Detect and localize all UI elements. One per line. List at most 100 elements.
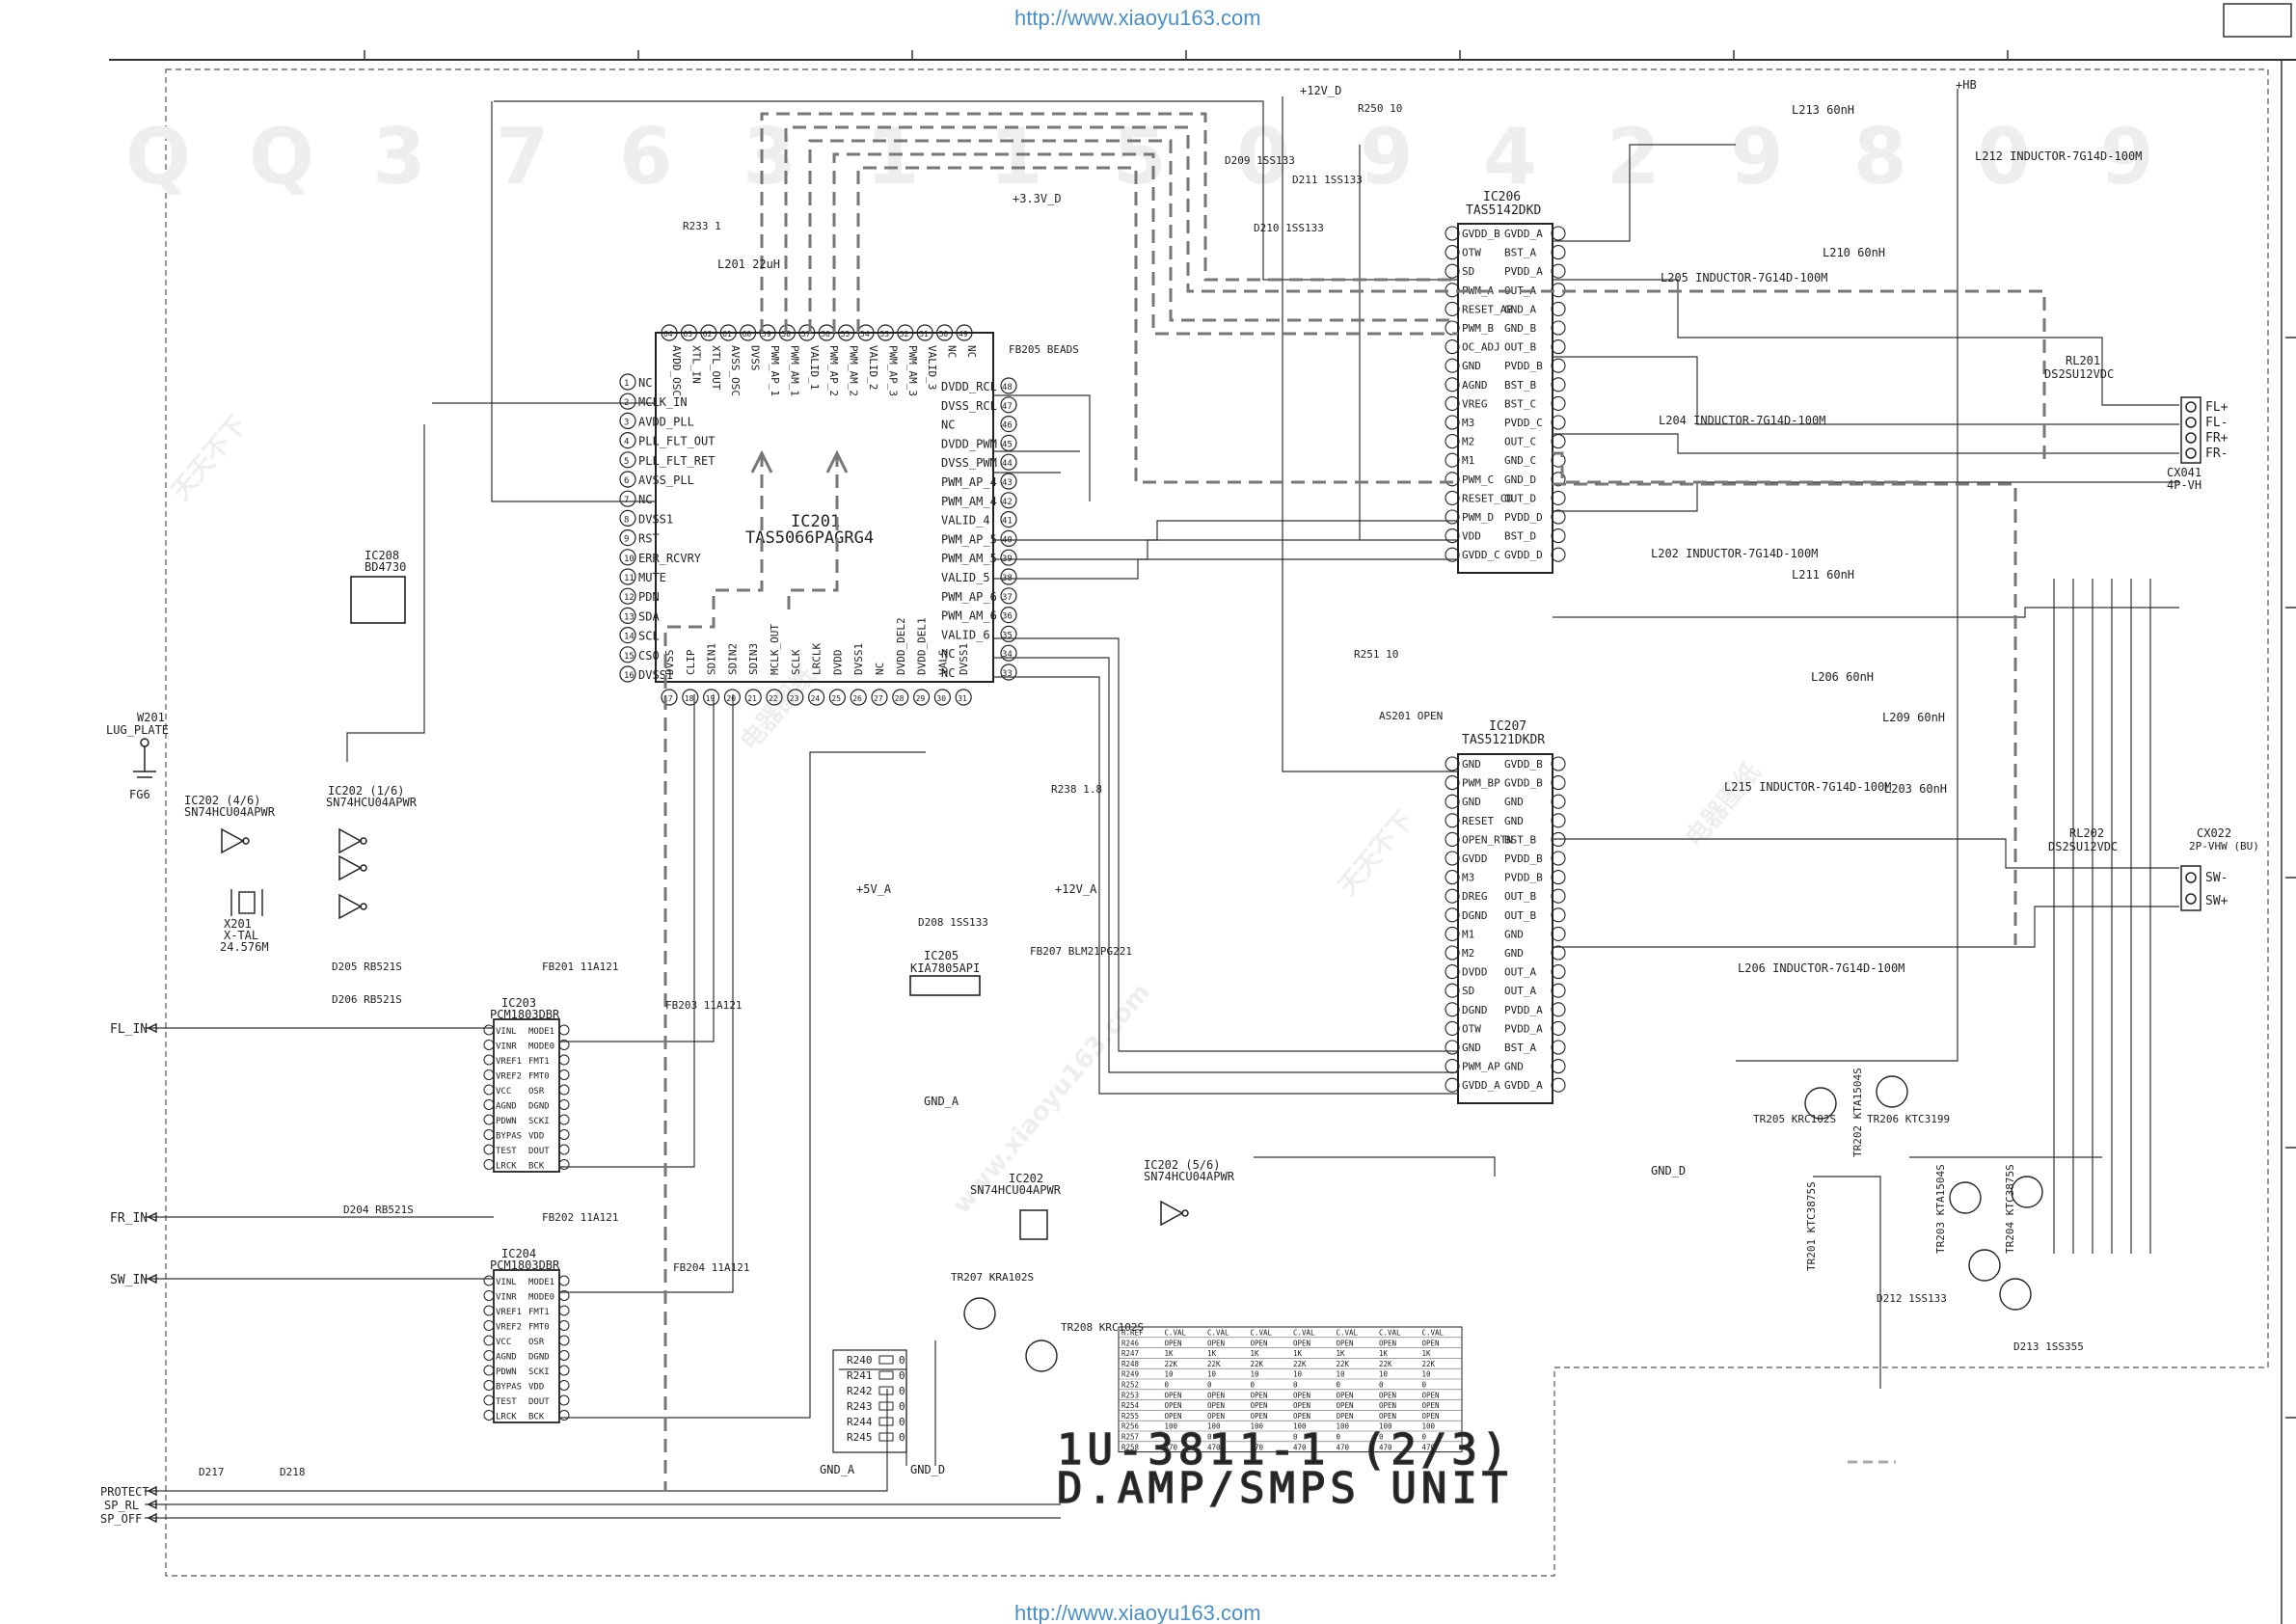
diode-label: D218 (280, 1466, 306, 1478)
table-cell: OPEN (1337, 1391, 1354, 1399)
pin-circle (483, 1069, 495, 1080)
pin-number: 51 (919, 330, 929, 338)
speaker-fr-minus: FR- (2205, 447, 2228, 461)
pin-label: VREF2 (496, 1072, 522, 1082)
pin-label: OUT_D (1504, 492, 1536, 504)
table-cell: R257 (1121, 1433, 1139, 1442)
pin-number: 13 (624, 612, 635, 622)
pin-circle (619, 549, 636, 566)
table-cell: R249 (1121, 1370, 1139, 1379)
misc-label: FB201 11A121 (542, 961, 618, 973)
control-sp-rl[interactable]: SP_RL (104, 1499, 139, 1512)
pin-label: LRCK (496, 1413, 517, 1422)
diode-label: D217 (199, 1466, 225, 1478)
misc-label: R251 10 (1354, 648, 1398, 661)
cx022-ref: CX022 (2197, 826, 2231, 840)
ic207-body[interactable] (1457, 753, 1553, 1104)
watermark-digit: 6 (619, 112, 673, 202)
pin-circle (1000, 416, 1017, 433)
table-cell: R258 (1121, 1443, 1140, 1451)
input-sw-in[interactable]: SW_IN (110, 1273, 148, 1287)
connector-cx041[interactable] (2180, 396, 2201, 464)
speaker-fl-plus: FL+ (2205, 400, 2228, 415)
ic204-body[interactable] (493, 1269, 560, 1423)
pin-label: MODE1 (528, 1027, 554, 1037)
table-cell: 22K (1422, 1360, 1436, 1368)
pin-circle (619, 646, 636, 663)
table-cell: 0 (1165, 1381, 1170, 1390)
ic205-body[interactable] (909, 975, 981, 996)
pin-label: SCLK (790, 649, 802, 675)
table-cell: 0 (1379, 1381, 1384, 1390)
pin-label: AVSS_OSC (729, 345, 742, 396)
watermark-digit: 1 (866, 112, 920, 202)
ic206-part: TAS5142DKD (1466, 203, 1541, 218)
control-sp-off[interactable]: SP_OFF (100, 1512, 142, 1526)
pin-label: DOUT (528, 1147, 550, 1156)
pin-label: M1 (1462, 928, 1474, 940)
table-cell: OPEN (1165, 1412, 1182, 1421)
pin-circle (1000, 568, 1017, 585)
ic204-part: PCM1803DBR (490, 1259, 560, 1272)
ic201-body[interactable] (655, 332, 994, 683)
pin-circle (619, 568, 636, 585)
pin-circle (558, 1054, 570, 1066)
pin-label: VALID_3 (926, 345, 938, 390)
diode-label: D210 1SS133 (1254, 222, 1324, 234)
table-cell: 470 (1251, 1443, 1264, 1451)
ic202-5-part: SN74HCU04APWR (1144, 1170, 1235, 1183)
pin-label: PDWN (496, 1117, 517, 1126)
pin-label: BST_B (1504, 379, 1536, 392)
input-fr-in[interactable]: FR_IN (110, 1211, 148, 1226)
pin-circle (619, 665, 636, 683)
table-cell: OPEN (1422, 1391, 1440, 1399)
table-cell: 10 (1422, 1370, 1432, 1379)
pin-circle (1445, 301, 1460, 316)
input-fl-in[interactable]: FL_IN (110, 1022, 148, 1037)
pin-label: MCLK_IN (638, 395, 688, 409)
control-protect[interactable]: PROTECT (100, 1485, 149, 1499)
pin-number: 50 (939, 330, 949, 338)
pin-circle (558, 1380, 570, 1391)
connector-cx022[interactable] (2180, 865, 2201, 911)
cx041-ref: CX041 (2167, 466, 2201, 479)
pin-circle (877, 324, 895, 341)
pin-label: PWM_AM_4 (941, 495, 997, 508)
pin-circle (558, 1144, 570, 1155)
speaker-fr-plus: FR+ (2205, 431, 2228, 446)
pin-label: VINR (496, 1293, 517, 1303)
table-cell: 10 (1251, 1370, 1260, 1379)
resistor-symbol (878, 1432, 894, 1442)
pin-circle (619, 607, 636, 625)
pin-label: VREG (1462, 397, 1488, 410)
pin-circle (1445, 926, 1460, 941)
pin-label: GND (1462, 758, 1481, 771)
inductor-label: L203 60nH (1884, 782, 1947, 796)
top-url[interactable]: http://www.xiaoyu163.com (1014, 6, 1261, 30)
pin-label: DVDD (831, 650, 844, 676)
pin-label: PVDD_A (1504, 1022, 1543, 1035)
pin-circle (892, 689, 909, 706)
table-cell: 22K (1165, 1360, 1178, 1368)
speaker-fl-minus: FL- (2205, 416, 2228, 430)
watermark-digit: 8 (1853, 112, 1907, 202)
pin-circle (619, 432, 636, 449)
ic203-body[interactable] (493, 1018, 560, 1173)
table-cell: C.VAL (1207, 1329, 1229, 1338)
pin-number: 28 (895, 694, 905, 703)
pin-label: SDIN2 (726, 643, 739, 675)
table-cell: 470 (1379, 1443, 1392, 1451)
bottom-url[interactable]: http://www.xiaoyu163.com (1014, 1601, 1261, 1624)
table-cell: OPEN (1293, 1339, 1310, 1347)
ic206-body[interactable] (1457, 223, 1553, 574)
pin-label: VCC (496, 1338, 511, 1347)
pin-label: VALID_2 (867, 345, 879, 390)
ic208-body[interactable] (350, 576, 406, 624)
pin-label: PVDD_D (1504, 511, 1543, 524)
pin-label: VDD (528, 1383, 544, 1393)
ic202-1-ref: IC202 (1/6) (328, 784, 404, 798)
pin-number: 37 (1002, 593, 1013, 603)
pin-label: M3 (1462, 872, 1474, 884)
